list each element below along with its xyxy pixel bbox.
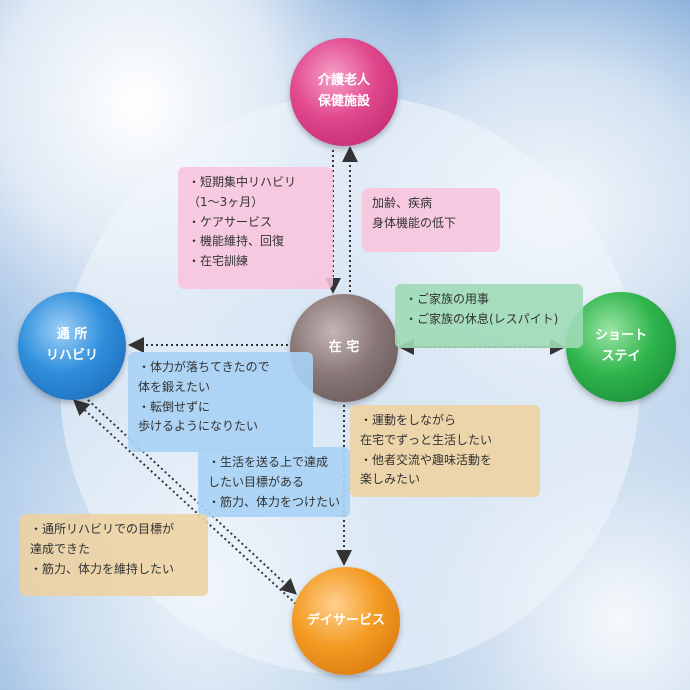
node-tsusho-rehab: 通 所 リハビリ [18, 292, 126, 400]
box-goals: ・生活を送る上で達成 したい目標がある ・筋力、体力をつけたい [198, 447, 350, 517]
box-achieved: ・通所リハビリでの目標が 達成できた ・筋力、体力を維持したい [20, 514, 208, 596]
box-exercise: ・運動をしながら 在宅でずっと生活したい ・他者交流や趣味活動を 楽しみたい [350, 405, 540, 497]
node-day-service: デイサービス [292, 567, 400, 675]
box-strength: ・体力が落ちてきたので 体を鍛えたい ・転倒せずに 歩けるようになりたい [128, 352, 313, 452]
box-family: ・ご家族の用事 ・ご家族の休息(レスパイト) [395, 284, 583, 348]
box-rehab-services: ・短期集中リハビリ （1～3ヶ月） ・ケアサービス ・機能維持、回復 ・在宅訓練 [178, 167, 333, 289]
node-short-stay: ショート ステイ [566, 292, 676, 402]
node-rojin-hoken: 介護老人 保健施設 [290, 38, 398, 146]
arrow-left-to-bottom [87, 399, 297, 595]
box-aging: 加齢、疾病 身体機能の低下 [362, 188, 500, 252]
